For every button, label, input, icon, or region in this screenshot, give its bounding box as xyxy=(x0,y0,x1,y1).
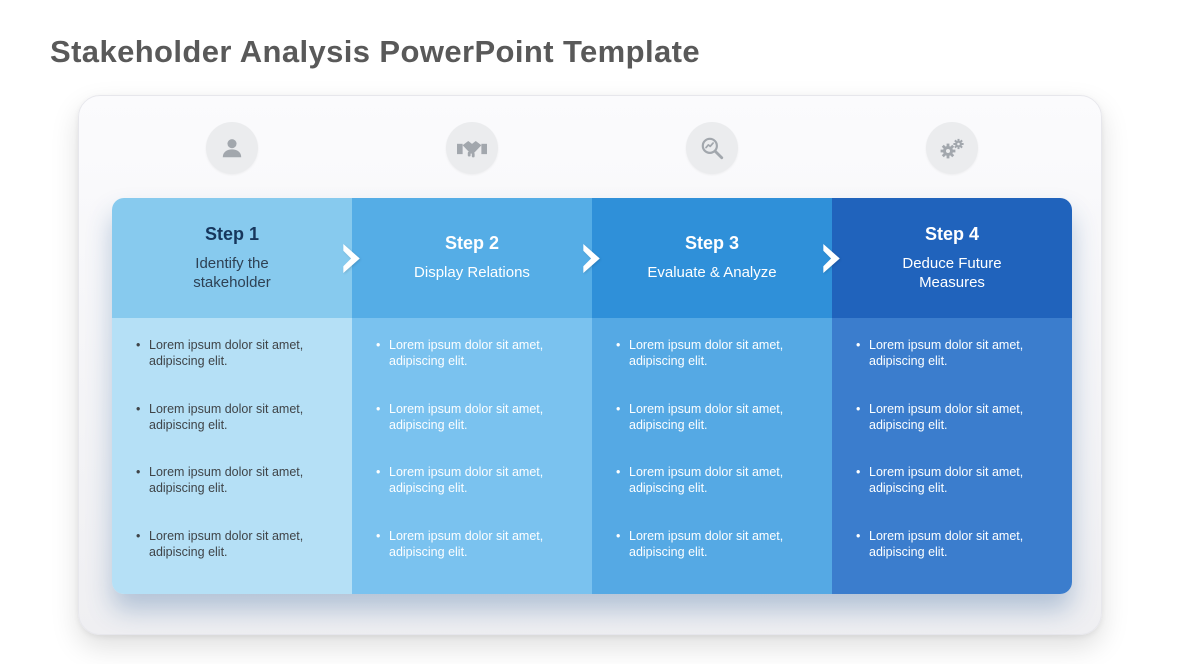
chevron-right-icon xyxy=(583,244,603,273)
step-1-subtitle: Identify the stakeholder xyxy=(193,254,271,291)
step-column-1: Step 1 Identify the stakeholder Lorem ip… xyxy=(112,198,352,594)
bullet-item: Lorem ipsum dolor sit amet, adipiscing e… xyxy=(616,528,790,561)
bullet-item: Lorem ipsum dolor sit amet, adipiscing e… xyxy=(136,337,310,370)
bullet-item: Lorem ipsum dolor sit amet, adipiscing e… xyxy=(856,464,1030,497)
step-1-body: Lorem ipsum dolor sit amet, adipiscing e… xyxy=(112,318,352,594)
bullet-item: Lorem ipsum dolor sit amet, adipiscing e… xyxy=(136,464,310,497)
bullet-item: Lorem ipsum dolor sit amet, adipiscing e… xyxy=(136,528,310,561)
step-3-body: Lorem ipsum dolor sit amet, adipiscing e… xyxy=(592,318,832,594)
step-column-2: Step 2 Display Relations Lorem ipsum dol… xyxy=(352,198,592,594)
step-1-header: Step 1 Identify the stakeholder xyxy=(112,198,352,318)
step-column-3: Step 3 Evaluate & Analyze Lorem ipsum do… xyxy=(592,198,832,594)
bullet-item: Lorem ipsum dolor sit amet, adipiscing e… xyxy=(856,337,1030,370)
content-card: Step 1 Identify the stakeholder Lorem ip… xyxy=(78,95,1102,635)
bullet-item: Lorem ipsum dolor sit amet, adipiscing e… xyxy=(376,528,550,561)
step-2-title: Step 2 xyxy=(444,233,500,254)
step-2-body: Lorem ipsum dolor sit amet, adipiscing e… xyxy=(352,318,592,594)
person-icon xyxy=(206,122,258,174)
bullet-item: Lorem ipsum dolor sit amet, adipiscing e… xyxy=(616,401,790,434)
step-icons-row xyxy=(112,122,1072,174)
bullet-item: Lorem ipsum dolor sit amet, adipiscing e… xyxy=(616,337,790,370)
step-4-subtitle: Deduce Future Measures xyxy=(902,254,1002,291)
step-4-title: Step 4 xyxy=(924,223,980,244)
bullet-item: Lorem ipsum dolor sit amet, adipiscing e… xyxy=(376,337,550,370)
step-column-4: Step 4 Deduce Future Measures Lorem ipsu… xyxy=(832,198,1072,594)
step-3-title: Step 3 xyxy=(684,233,740,254)
bullet-item: Lorem ipsum dolor sit amet, adipiscing e… xyxy=(856,528,1030,561)
step-1-title: Step 1 xyxy=(204,223,260,244)
bullet-item: Lorem ipsum dolor sit amet, adipiscing e… xyxy=(376,464,550,497)
step-2-header: Step 2 Display Relations xyxy=(352,198,592,318)
step-3-subtitle: Evaluate & Analyze xyxy=(647,264,777,282)
step-1-icon-wrap xyxy=(112,122,352,174)
step-4-icon-wrap xyxy=(832,122,1072,174)
bullet-item: Lorem ipsum dolor sit amet, adipiscing e… xyxy=(616,464,790,497)
chevron-right-icon xyxy=(343,244,363,273)
bullet-item: Lorem ipsum dolor sit amet, adipiscing e… xyxy=(856,401,1030,434)
step-2-subtitle: Display Relations xyxy=(414,264,530,282)
step-3-header: Step 3 Evaluate & Analyze xyxy=(592,198,832,318)
handshake-icon xyxy=(446,122,498,174)
bullet-item: Lorem ipsum dolor sit amet, adipiscing e… xyxy=(376,401,550,434)
step-4-body: Lorem ipsum dolor sit amet, adipiscing e… xyxy=(832,318,1072,594)
step-2-icon-wrap xyxy=(352,122,592,174)
page-title: Stakeholder Analysis PowerPoint Template xyxy=(50,34,700,69)
magnifier-chart-icon xyxy=(686,122,738,174)
steps-block: Step 1 Identify the stakeholder Lorem ip… xyxy=(112,198,1072,594)
gears-icon xyxy=(926,122,978,174)
bullet-item: Lorem ipsum dolor sit amet, adipiscing e… xyxy=(136,401,310,434)
step-4-header: Step 4 Deduce Future Measures xyxy=(832,198,1072,318)
step-3-icon-wrap xyxy=(592,122,832,174)
chevron-right-icon xyxy=(823,244,843,273)
